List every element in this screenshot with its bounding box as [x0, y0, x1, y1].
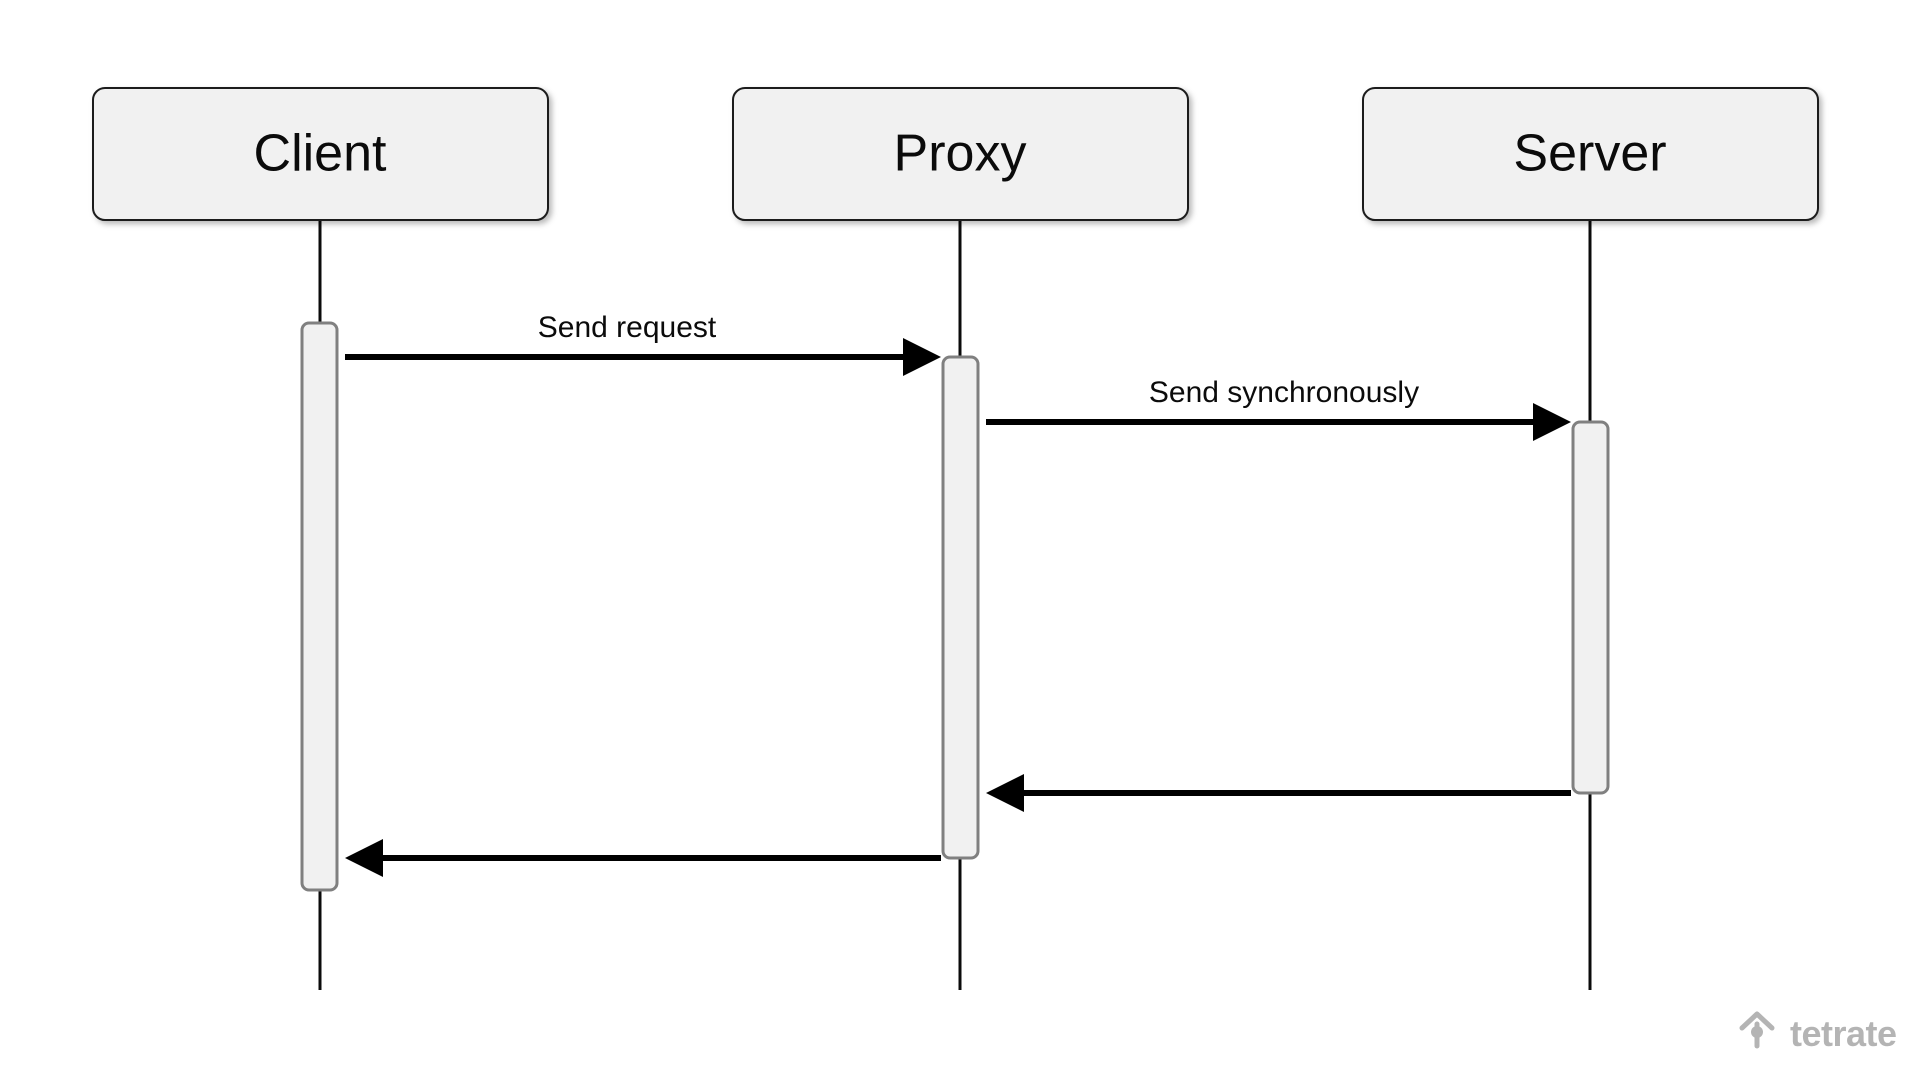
- participant-label-client: Client: [254, 125, 387, 183]
- participant-server[interactable]: Server: [1362, 87, 1819, 221]
- participant-label-server: Server: [1513, 125, 1666, 183]
- participant-client[interactable]: Client: [92, 87, 549, 221]
- tetrate-chevron-icon: [1739, 1011, 1775, 1049]
- participant-box-client[interactable]: [92, 87, 549, 221]
- tetrate-logo: tetrate: [1739, 1011, 1897, 1054]
- participant-box-proxy[interactable]: [732, 87, 1189, 221]
- message-label-send-request: Send request: [538, 311, 717, 344]
- message-label-send-synchronously: Send synchronously: [1149, 376, 1419, 409]
- participant-label-proxy: Proxy: [894, 125, 1027, 183]
- participant-box-server[interactable]: [1362, 87, 1819, 221]
- message-send-synchronously[interactable]: Send synchronously: [986, 376, 1571, 441]
- participants-group: Client Proxy Server: [92, 87, 1819, 221]
- activation-bar-server[interactable]: [1571, 420, 1610, 795]
- participant-proxy[interactable]: Proxy: [732, 87, 1189, 221]
- message-send-request[interactable]: Send request: [345, 311, 941, 376]
- message-proxy-return[interactable]: [345, 839, 941, 877]
- activation-bar-client[interactable]: [300, 321, 339, 892]
- arrowhead-left-server-return: [986, 774, 1024, 812]
- arrowhead-left-proxy-return: [345, 839, 383, 877]
- message-server-return[interactable]: [986, 774, 1571, 812]
- tetrate-wordmark: tetrate: [1790, 1013, 1897, 1054]
- arrowhead-right-send-synchronously: [1533, 403, 1571, 441]
- arrowhead-right-send-request: [903, 338, 941, 376]
- activations-group: [300, 321, 1610, 892]
- activation-bar-proxy[interactable]: [941, 355, 980, 860]
